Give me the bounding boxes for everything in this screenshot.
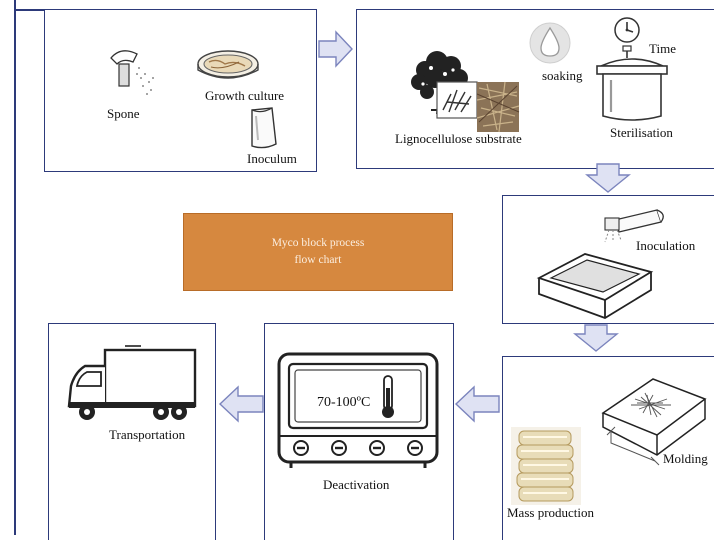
test-tube-icon <box>604 209 664 243</box>
diagram-title-box: Myco block process flow chart <box>183 213 453 291</box>
arrow-down-2 <box>573 324 619 352</box>
spawn-label: Spone <box>107 106 140 121</box>
diagram-title-line-2: flow chart <box>294 254 342 266</box>
inoculum-label: Inoculum <box>247 151 297 166</box>
arrow-left-2 <box>218 385 264 423</box>
soaking-label: soaking <box>542 68 583 83</box>
frame-top-line <box>14 9 44 11</box>
diagram-title-line-1: Myco block process <box>271 237 365 249</box>
wood-chip-icon <box>436 81 478 119</box>
truck-icon <box>67 345 197 420</box>
deactivation-temperature: 70-100ºC <box>317 395 371 410</box>
substrate-photo <box>476 81 520 133</box>
step-box-molding: Molding Mass production <box>502 356 714 540</box>
deactivation-label: Deactivation <box>323 477 390 492</box>
mass-production-photo <box>511 427 581 505</box>
step-box-deactivation: 70-100ºC Deactivation <box>264 323 454 540</box>
step-box-substrate: Lignocellulose substrate soaking Time St… <box>356 9 714 169</box>
step-box-culture: Spone Growth culture Inoculum <box>44 9 317 172</box>
inoculation-tray-icon <box>536 253 654 319</box>
sterilisation-label: Sterilisation <box>610 125 673 140</box>
petri-dish-icon <box>197 50 259 79</box>
mass-production-label: Mass production <box>507 505 595 520</box>
arrow-right-1 <box>318 30 353 68</box>
spawn-spray-icon <box>110 50 154 95</box>
clock-icon <box>614 17 640 43</box>
lignocellulose-substrate-label: Lignocellulose substrate <box>395 131 522 146</box>
sterilisation-pot-icon <box>596 45 668 121</box>
inoculation-label: Inoculation <box>636 238 696 253</box>
step-box-inoculation: Inoculation <box>502 195 714 324</box>
arrow-down-1 <box>585 163 631 193</box>
frame-left-line <box>14 0 16 535</box>
water-drop-icon <box>529 22 571 64</box>
molding-label: Molding <box>663 451 708 466</box>
mold-box-icon <box>601 378 707 466</box>
arrow-left-1 <box>454 385 500 423</box>
time-label: Time <box>649 41 676 56</box>
inoculum-jar-icon <box>251 107 277 149</box>
growth-culture-label: Growth culture <box>205 88 285 103</box>
oven-icon <box>277 352 439 468</box>
transportation-label: Transportation <box>109 427 186 442</box>
step-box-transportation: Transportation <box>48 323 216 540</box>
